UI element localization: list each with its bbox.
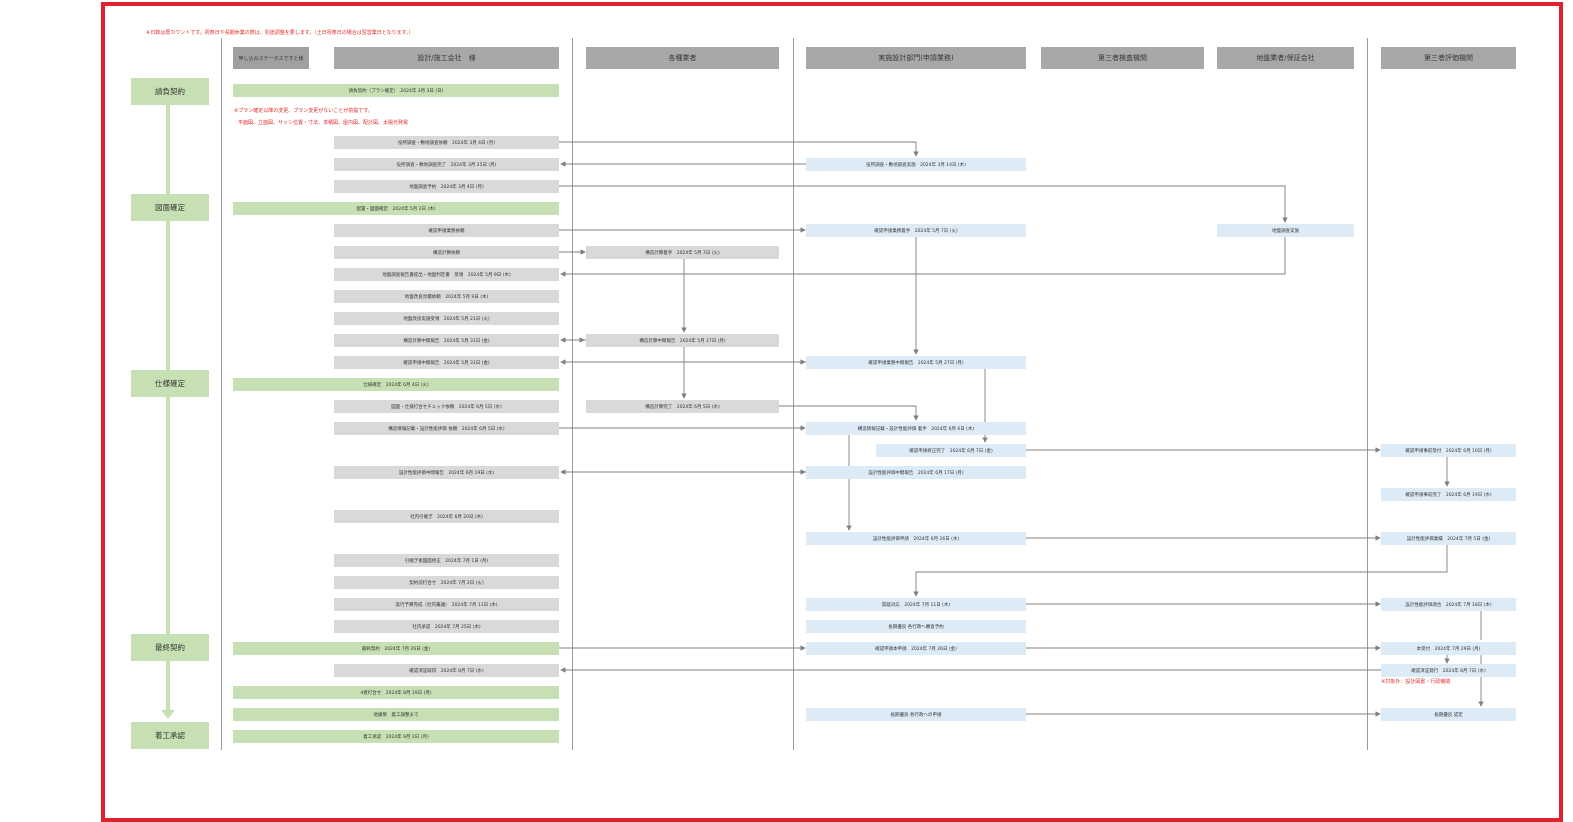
task-start-approval: 着工承認 2024年 9月 2日 (月) bbox=[233, 730, 559, 743]
task-final-contract: 最終契約 2024年 7月 26日 (金) bbox=[233, 642, 559, 655]
task-drawing-fix: 引継ぎ後図面修正 2024年 7月 1日 (月) bbox=[334, 554, 559, 567]
design-longterm-apply: 長期優良 各行政への申請 bbox=[806, 708, 1026, 721]
task-groundbreaking: 地鎮祭 着工調整まで bbox=[233, 708, 559, 721]
design-evaluation-apply: 設計性能評価申請 2024年 6月 26日 (水) bbox=[806, 532, 1026, 545]
phase-contract: 請負契約 bbox=[131, 78, 209, 105]
design-confirm-interim: 確認申請業務中間報告 2024年 5月 27日 (月) bbox=[806, 356, 1026, 369]
col-ground: 地盤業者/保証会社 bbox=[1217, 47, 1354, 69]
eval-certificate: 確認済証発行 2024年 8月 7日 (水) bbox=[1381, 664, 1516, 677]
plan-note: ※プラン確定以降の変更、プラン変更がないことが前提です。 bbox=[234, 108, 373, 114]
task-layout-fixed: 配置・図面確定 2024年 5月 2日 (木) bbox=[233, 202, 559, 215]
phase-drawing: 図面確定 bbox=[131, 194, 209, 221]
task-contract: 請負契約（プラン確定） 2024年 3月 3日 (日) bbox=[233, 84, 559, 97]
design-evaluation-start: 構造情報記載・設計性能評価 着手 2024年 6月 6日 (木) bbox=[806, 422, 1026, 435]
col-design: 実施設計部門(申請業務) bbox=[806, 47, 1026, 69]
task-pre-contract: 契約前打合せ 2024年 7月 2日 (火) bbox=[334, 576, 559, 589]
eval-performance: 設計性能評価業績 2024年 7月 5日 (金) bbox=[1381, 532, 1516, 545]
design-confirm-fixed: 確認申請修正完了 2024年 6月 7日 (金) bbox=[876, 444, 1026, 457]
eval-pre-accept: 確認申請事前受付 2024年 6月 10日 (月) bbox=[1381, 444, 1516, 457]
task-spec-fixed: 仕様確定 2024年 6月 4日 (火) bbox=[233, 378, 559, 391]
task-structure-interim: 構造計算中間報告 2024年 5月 31日 (金) bbox=[334, 334, 559, 347]
design-longterm-reserve: 長期優良 各行政へ審査予約 bbox=[806, 620, 1026, 633]
eval-conform: 設計性能評価適合 2024年 7月 18日 (木) bbox=[1381, 598, 1516, 611]
design-qa: 質疑対応 2024年 7月 11日 (木) bbox=[806, 598, 1026, 611]
eval-longterm: 長期優良 認定 bbox=[1381, 708, 1516, 721]
phase-spec: 仕様確定 bbox=[131, 370, 209, 397]
task-ground-report: 地盤調査報告書提出・地盤判定書 受領 2024年 5月 9日 (木) bbox=[334, 268, 559, 281]
top-note: ※日数は暦カウントです。祝祭日や長期休業の際は、別途調整を要します。（土日祝祭日… bbox=[146, 30, 414, 36]
task-evaluation-interim: 設計性能評価中間報告 2024年 6月 19日 (水) bbox=[334, 466, 559, 479]
task-internal-approval: 社内承認 2024年 7月 25日 (木) bbox=[334, 620, 559, 633]
phase-arrowhead bbox=[161, 710, 175, 719]
col-inspection: 第三者検査機関 bbox=[1041, 47, 1204, 69]
task-four-party: 4者打合せ 2024年 8月 19日 (月) bbox=[233, 686, 559, 699]
task-confirm-interim: 確認申請中間報告 2024年 5月 31日 (金) bbox=[334, 356, 559, 369]
ground-survey: 地盤調査実施 bbox=[1217, 224, 1354, 237]
task-budget: 実行予算完成（社内稟議） 2024年 7月 11日 (木) bbox=[334, 598, 559, 611]
task-structure-request: 構造計算依頼 bbox=[334, 246, 559, 259]
phase-start: 着工承認 bbox=[131, 722, 209, 749]
col-evaluation: 第三者評価機関 bbox=[1381, 47, 1516, 69]
lane-divider bbox=[221, 38, 222, 750]
vendor-structure-done: 構造計算完了 2024年 6月 5日 (水) bbox=[586, 400, 779, 413]
task-handover: 社内引継ぎ 2024年 6月 20日 (木) bbox=[334, 510, 559, 523]
task-improve-estimate: 地盤改良見積依頼 2024年 5月 9日 (木) bbox=[334, 290, 559, 303]
vendor-structure-interim: 構造計算中間報告 2024年 5月 27日 (月) bbox=[586, 334, 779, 347]
design-evaluation-interim: 設計性能評価中間報告 2024年 6月 17日 (月) bbox=[806, 466, 1026, 479]
task-improve-receive: 地盤改良実施受領 2024年 5月 21日 (火) bbox=[334, 312, 559, 325]
eval-accept: 本受付 2024年 7月 29日 (月) bbox=[1381, 642, 1516, 655]
plan-items-note: 平面図、立面図、サッシ位置・寸法、求積図、屋内図、配計図、太陽光発電 bbox=[238, 120, 409, 126]
design-main-apply: 確認申請本申請 2024年 7月 26日 (金) bbox=[806, 642, 1026, 655]
phase-spine bbox=[166, 104, 170, 712]
task-confirm-request: 確認申請業務依頼 bbox=[334, 224, 559, 237]
design-survey: 役所調査・敷地調査実施 2024年 3月 14日 (木) bbox=[806, 158, 1026, 171]
task-check-request: 図面・仕様打合せチェック依頼 2024年 6月 5日 (水) bbox=[334, 400, 559, 413]
eval-pre-done: 確認申請事前完了 2024年 6月 19日 (水) bbox=[1381, 488, 1516, 501]
col-status: 申し込みステータスですと様 bbox=[233, 47, 309, 69]
lane-divider bbox=[793, 38, 794, 750]
col-client: 設計/施工会社 様 bbox=[334, 47, 559, 69]
task-evaluation-request: 構造情報記載・設計性能評価 依頼 2024年 6月 5日 (水) bbox=[334, 422, 559, 435]
lane-divider bbox=[1367, 38, 1368, 750]
task-survey-complete: 役所調査・敷地調査完了 2024年 3月 25日 (月) bbox=[334, 158, 559, 171]
col-vendors: 各種業者 bbox=[586, 47, 779, 69]
task-survey-request: 役所調査・敷地調査依頼 2024年 3月 4日 (月) bbox=[334, 136, 559, 149]
task-ground-reserve: 地盤調査予約 2024年 3月 4日 (月) bbox=[334, 180, 559, 193]
task-certificate: 確認済証取得 2024年 8月 7日 (水) bbox=[334, 664, 559, 677]
lane-divider bbox=[572, 38, 573, 750]
design-confirm-start: 確認申請業務着手 2024年 5月 7日 (火) bbox=[806, 224, 1026, 237]
vendor-structure-start: 構造計算着手 2024年 5月 7日 (火) bbox=[586, 246, 779, 259]
target-note: ※対象外：設計図書・行政機関 bbox=[1381, 679, 1451, 685]
phase-final: 最終契約 bbox=[131, 634, 209, 661]
